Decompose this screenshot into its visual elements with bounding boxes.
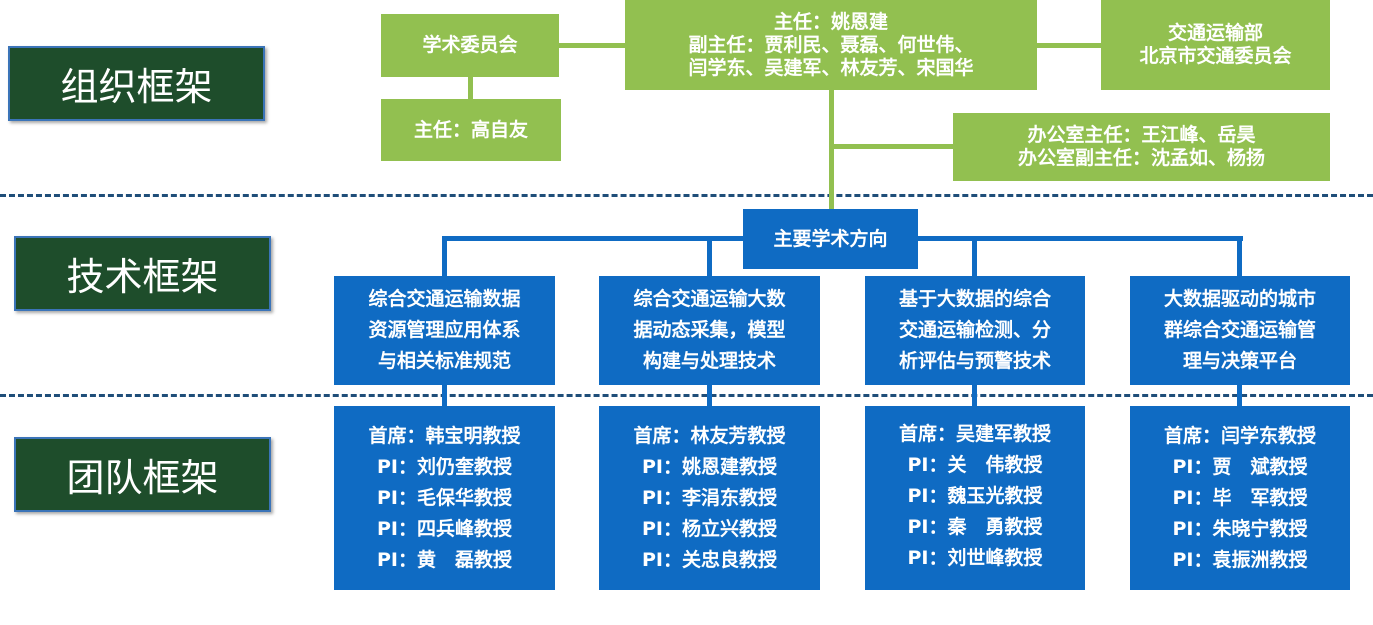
leadership-line: 主任：姚恩建	[773, 10, 888, 33]
team-pi: PI：关 伟教授	[907, 454, 1043, 476]
direction-line: 理与决策平台	[1182, 350, 1297, 372]
connector-committee-leadership	[558, 43, 626, 48]
team-pi: PI：黄 磊教授	[377, 549, 512, 571]
connector-team-3	[972, 384, 977, 410]
team-pi: PI：毛保华教授	[377, 487, 512, 509]
connector-team-1	[442, 384, 447, 410]
team-pi: PI：贾 斌教授	[1172, 456, 1308, 478]
section-label-team: 团队框架	[14, 437, 271, 512]
connector-drop-4	[1237, 236, 1242, 278]
separator-tech-team	[0, 394, 1373, 397]
direction-line: 与相关标准规范	[377, 350, 511, 372]
connector-team-4	[1237, 384, 1242, 410]
leadership-line: 副主任：贾利民、聂磊、何世伟、	[688, 33, 974, 56]
office-line: 办公室主任：王江峰、岳昊	[1027, 124, 1256, 146]
direction-line: 析评估与预警技术	[898, 350, 1051, 372]
connector-leadership-authority	[1036, 43, 1102, 48]
academic-committee-box: 学术委员会	[381, 14, 559, 77]
section-label-tech: 技术框架	[14, 236, 271, 311]
team-lead: 首席：韩宝明教授	[368, 425, 521, 447]
section-label-org: 组织框架	[8, 46, 265, 121]
separator-org-tech	[0, 194, 1373, 197]
connector-drop-2	[707, 236, 712, 278]
office-line: 办公室副主任：沈孟如、杨扬	[1017, 147, 1265, 169]
team-pi: PI：毕 军教授	[1172, 487, 1308, 509]
leadership-box: 主任：姚恩建 副主任：贾利民、聂磊、何世伟、 闫学东、吴建军、林友芳、宋国华	[625, 0, 1037, 90]
direction-line: 综合交通运输数据	[368, 288, 521, 310]
direction-box-4: 大数据驱动的城市 群综合交通运输管 理与决策平台	[1130, 276, 1350, 385]
office-box: 办公室主任：王江峰、岳昊 办公室副主任：沈孟如、杨扬	[953, 113, 1330, 181]
team-pi: PI：魏玉光教授	[907, 485, 1043, 507]
academic-director-box: 主任：高自友	[381, 99, 561, 161]
direction-line: 群综合交通运输管	[1163, 319, 1316, 341]
connector-drop-1	[442, 236, 447, 278]
connector-team-2	[707, 384, 712, 410]
team-lead: 首席：吴建军教授	[898, 423, 1051, 445]
team-pi: PI：关忠良教授	[642, 549, 777, 571]
team-pi: PI：刘世峰教授	[907, 547, 1043, 569]
team-lead: 首席：闫学东教授	[1163, 425, 1316, 447]
team-pi: PI：四兵峰教授	[377, 518, 512, 540]
direction-line: 交通运输检测、分	[898, 319, 1051, 341]
main-direction-label: 主要学术方向	[773, 228, 888, 250]
main-direction-box: 主要学术方向	[743, 209, 918, 269]
connector-drop-3	[972, 236, 977, 278]
direction-box-3: 基于大数据的综合 交通运输检测、分 析评估与预警技术	[865, 276, 1085, 385]
team-lead: 首席：林友芳教授	[633, 425, 786, 447]
team-box-3: 首席：吴建军教授 PI：关 伟教授 PI：魏玉光教授 PI：秦 勇教授 PI：刘…	[865, 406, 1085, 590]
academic-director-label: 主任：高自友	[413, 118, 528, 141]
team-box-1: 首席：韩宝明教授 PI：刘仍奎教授 PI：毛保华教授 PI：四兵峰教授 PI：黄…	[334, 406, 555, 590]
direction-line: 据动态采集，模型	[633, 319, 786, 341]
authority-line: 北京市交通委员会	[1139, 45, 1292, 67]
direction-box-2: 综合交通运输大数 据动态采集，模型 构建与处理技术	[599, 276, 820, 385]
team-pi: PI：袁振洲教授	[1172, 549, 1308, 571]
leadership-line: 闫学东、吴建军、林友芳、宋国华	[688, 56, 974, 79]
team-box-4: 首席：闫学东教授 PI：贾 斌教授 PI：毕 军教授 PI：朱晓宁教授 PI：袁…	[1130, 406, 1350, 590]
team-pi: PI：刘仍奎教授	[377, 456, 512, 478]
direction-line: 基于大数据的综合	[898, 288, 1051, 310]
direction-line: 大数据驱动的城市	[1163, 288, 1316, 310]
team-box-2: 首席：林友芳教授 PI：姚恩建教授 PI：李涓东教授 PI：杨立兴教授 PI：关…	[599, 406, 820, 590]
direction-line: 综合交通运输大数	[633, 288, 786, 310]
team-pi: PI：朱晓宁教授	[1172, 518, 1308, 540]
team-pi: PI：秦 勇教授	[907, 516, 1043, 538]
team-pi: PI：李涓东教授	[642, 487, 777, 509]
connector-leadership-down	[829, 89, 834, 211]
direction-line: 资源管理应用体系	[368, 319, 521, 341]
authority-line: 交通运输部	[1167, 22, 1263, 44]
authority-box: 交通运输部 北京市交通委员会	[1101, 0, 1330, 90]
academic-committee-label: 学术委员会	[422, 34, 518, 56]
team-pi: PI：杨立兴教授	[642, 518, 777, 540]
connector-office	[829, 144, 954, 149]
direction-box-1: 综合交通运输数据 资源管理应用体系 与相关标准规范	[334, 276, 555, 385]
connector-committee-director	[468, 76, 473, 100]
team-pi: PI：姚恩建教授	[642, 456, 777, 478]
direction-line: 构建与处理技术	[642, 350, 776, 372]
